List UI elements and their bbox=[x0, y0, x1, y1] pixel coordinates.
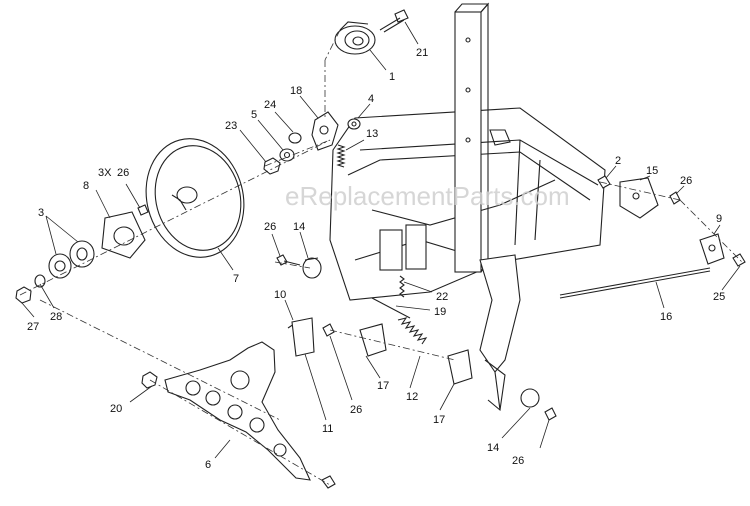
callout-22: 22 bbox=[436, 291, 448, 303]
part-13-spring bbox=[336, 144, 346, 168]
part-26-bolt-flange bbox=[137, 204, 149, 216]
part-3-bearings bbox=[48, 240, 95, 279]
part-7-traction-pulley bbox=[145, 138, 245, 258]
part-26-bolt-lower-plate bbox=[321, 475, 336, 489]
callout-25: 25 bbox=[713, 291, 725, 303]
callout-16: 16 bbox=[660, 311, 672, 323]
part-16-rod bbox=[559, 267, 711, 299]
part-18-idler-bracket bbox=[311, 111, 339, 151]
callout-26-right: 26 bbox=[680, 175, 692, 187]
part-22-spring bbox=[399, 275, 405, 298]
part-14-roller-mid bbox=[302, 257, 322, 279]
callout-3x: 3X bbox=[98, 167, 112, 179]
callout-5: 5 bbox=[251, 109, 257, 121]
leader-lines bbox=[21, 21, 741, 459]
callout-8: 8 bbox=[83, 180, 89, 192]
callout-21: 21 bbox=[416, 47, 428, 59]
callout-19: 19 bbox=[434, 306, 446, 318]
part-28-washer bbox=[34, 274, 46, 288]
part-26-bolt-right bbox=[669, 191, 681, 205]
part-14-roller-lower bbox=[484, 359, 540, 412]
callout-3: 3 bbox=[38, 207, 44, 219]
part-27-nut bbox=[15, 286, 32, 304]
callout-4: 4 bbox=[368, 93, 374, 105]
callout-9: 9 bbox=[716, 213, 722, 225]
callout-20: 20 bbox=[110, 403, 122, 415]
callout-6: 6 bbox=[205, 459, 211, 471]
frame-assembly bbox=[329, 2, 606, 411]
callout-1: 1 bbox=[389, 71, 395, 83]
callout-17-right: 17 bbox=[433, 414, 445, 426]
callout-13: 13 bbox=[366, 128, 378, 140]
part-17-bracket-right bbox=[447, 349, 473, 385]
assembly-centerlines bbox=[19, 29, 743, 486]
part-17-bracket-left bbox=[359, 323, 387, 357]
part-26-bolt-lower-right bbox=[544, 407, 557, 421]
callout-23: 23 bbox=[225, 120, 237, 132]
callout-24: 24 bbox=[264, 99, 276, 111]
part-21-bolt bbox=[379, 9, 409, 33]
callout-26-mid: 26 bbox=[264, 221, 276, 233]
callout-2: 2 bbox=[615, 155, 621, 167]
callout-11: 11 bbox=[322, 423, 333, 435]
part-19-link bbox=[371, 297, 411, 319]
part-1-idler-pulley bbox=[334, 21, 376, 55]
callout-18: 18 bbox=[290, 85, 302, 97]
callout-28: 28 bbox=[50, 311, 62, 323]
part-24-washer bbox=[288, 132, 302, 144]
part-8-bearing-flange bbox=[101, 211, 146, 259]
part-12-spring bbox=[397, 317, 428, 345]
part-20-nut bbox=[141, 371, 158, 389]
callout-15: 15 bbox=[646, 165, 658, 177]
callout-labels: 1 21 18 4 24 5 23 13 7 8 3X 26 3 28 27 2… bbox=[27, 47, 725, 471]
callout-10: 10 bbox=[274, 289, 286, 301]
callout-27: 27 bbox=[27, 321, 39, 333]
callout-17-left: 17 bbox=[377, 380, 389, 392]
part-25-nut bbox=[732, 253, 746, 267]
part-5-bushing bbox=[279, 148, 295, 162]
callout-14-lower: 14 bbox=[487, 442, 499, 454]
part-26-bolt-bracket bbox=[322, 323, 335, 337]
part-9-bracket bbox=[699, 233, 725, 265]
callout-12: 12 bbox=[406, 391, 418, 403]
part-26-bolt-mid bbox=[276, 254, 301, 266]
callout-7: 7 bbox=[233, 273, 239, 285]
callout-26-flange: 26 bbox=[117, 167, 129, 179]
part-4-washer bbox=[347, 118, 361, 130]
part-15-bracket bbox=[619, 177, 659, 219]
watermark-text: eReplacementParts.com bbox=[285, 181, 570, 211]
callout-26-lower-right: 26 bbox=[512, 455, 524, 467]
callout-14-mid: 14 bbox=[293, 221, 305, 233]
callout-26-bracket: 26 bbox=[350, 404, 362, 416]
part-6-support-plate bbox=[164, 341, 311, 481]
part-11-bracket bbox=[291, 317, 315, 357]
